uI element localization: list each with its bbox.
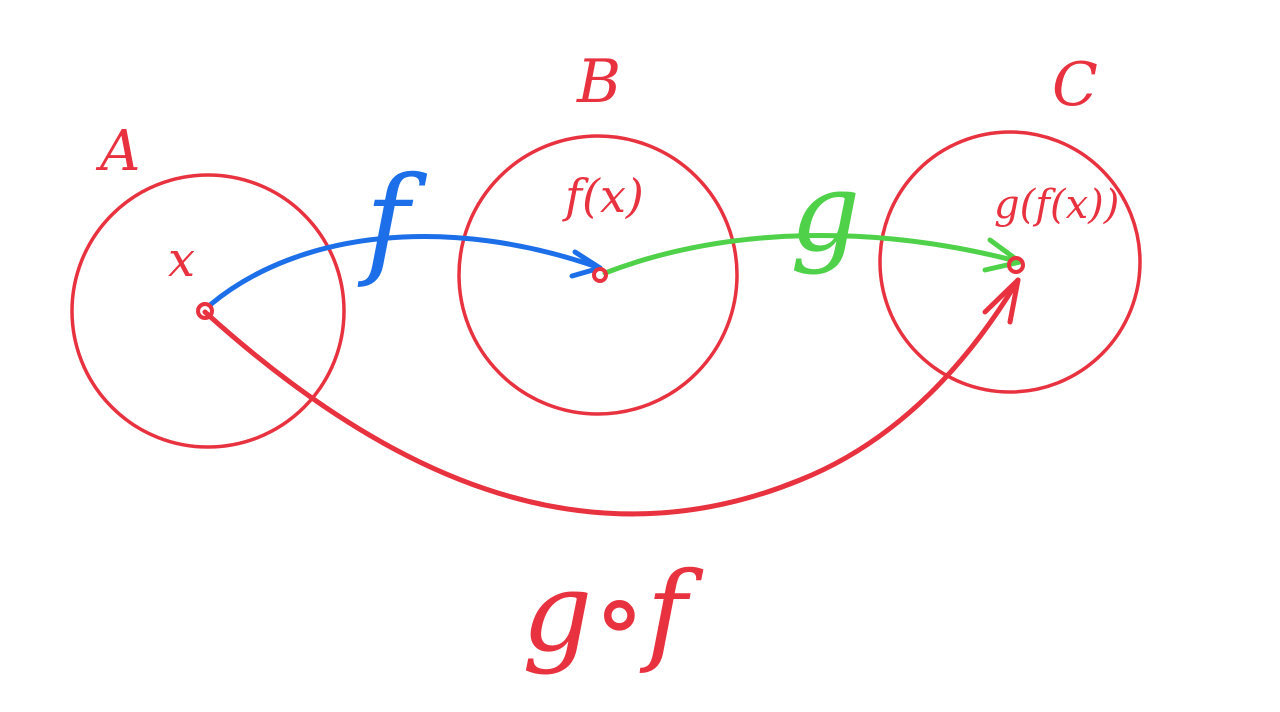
set-a-label: A [95,119,140,184]
point-x [196,302,214,320]
gof-arrow [202,277,1021,517]
map-gof-label: g∘f [522,548,703,676]
map-g-label: g [790,148,860,276]
element-x-label: x [168,232,195,288]
map-f-label: f [357,152,428,291]
point-fx [592,267,608,283]
set-b-label: B [576,47,621,117]
g-arrow [602,233,1023,276]
g-arrow-head [982,237,1023,273]
set-c-circle [878,130,1142,394]
element-gfx-label: g(f(x)) [994,182,1119,228]
set-b-circle [457,134,739,416]
set-a-circle [70,173,346,449]
point-gfx [1007,256,1025,274]
element-fx-label: f(x) [562,169,644,223]
set-c-label: C [1052,50,1098,120]
gof-arrow-head [982,277,1021,325]
f-arrow [207,234,603,308]
